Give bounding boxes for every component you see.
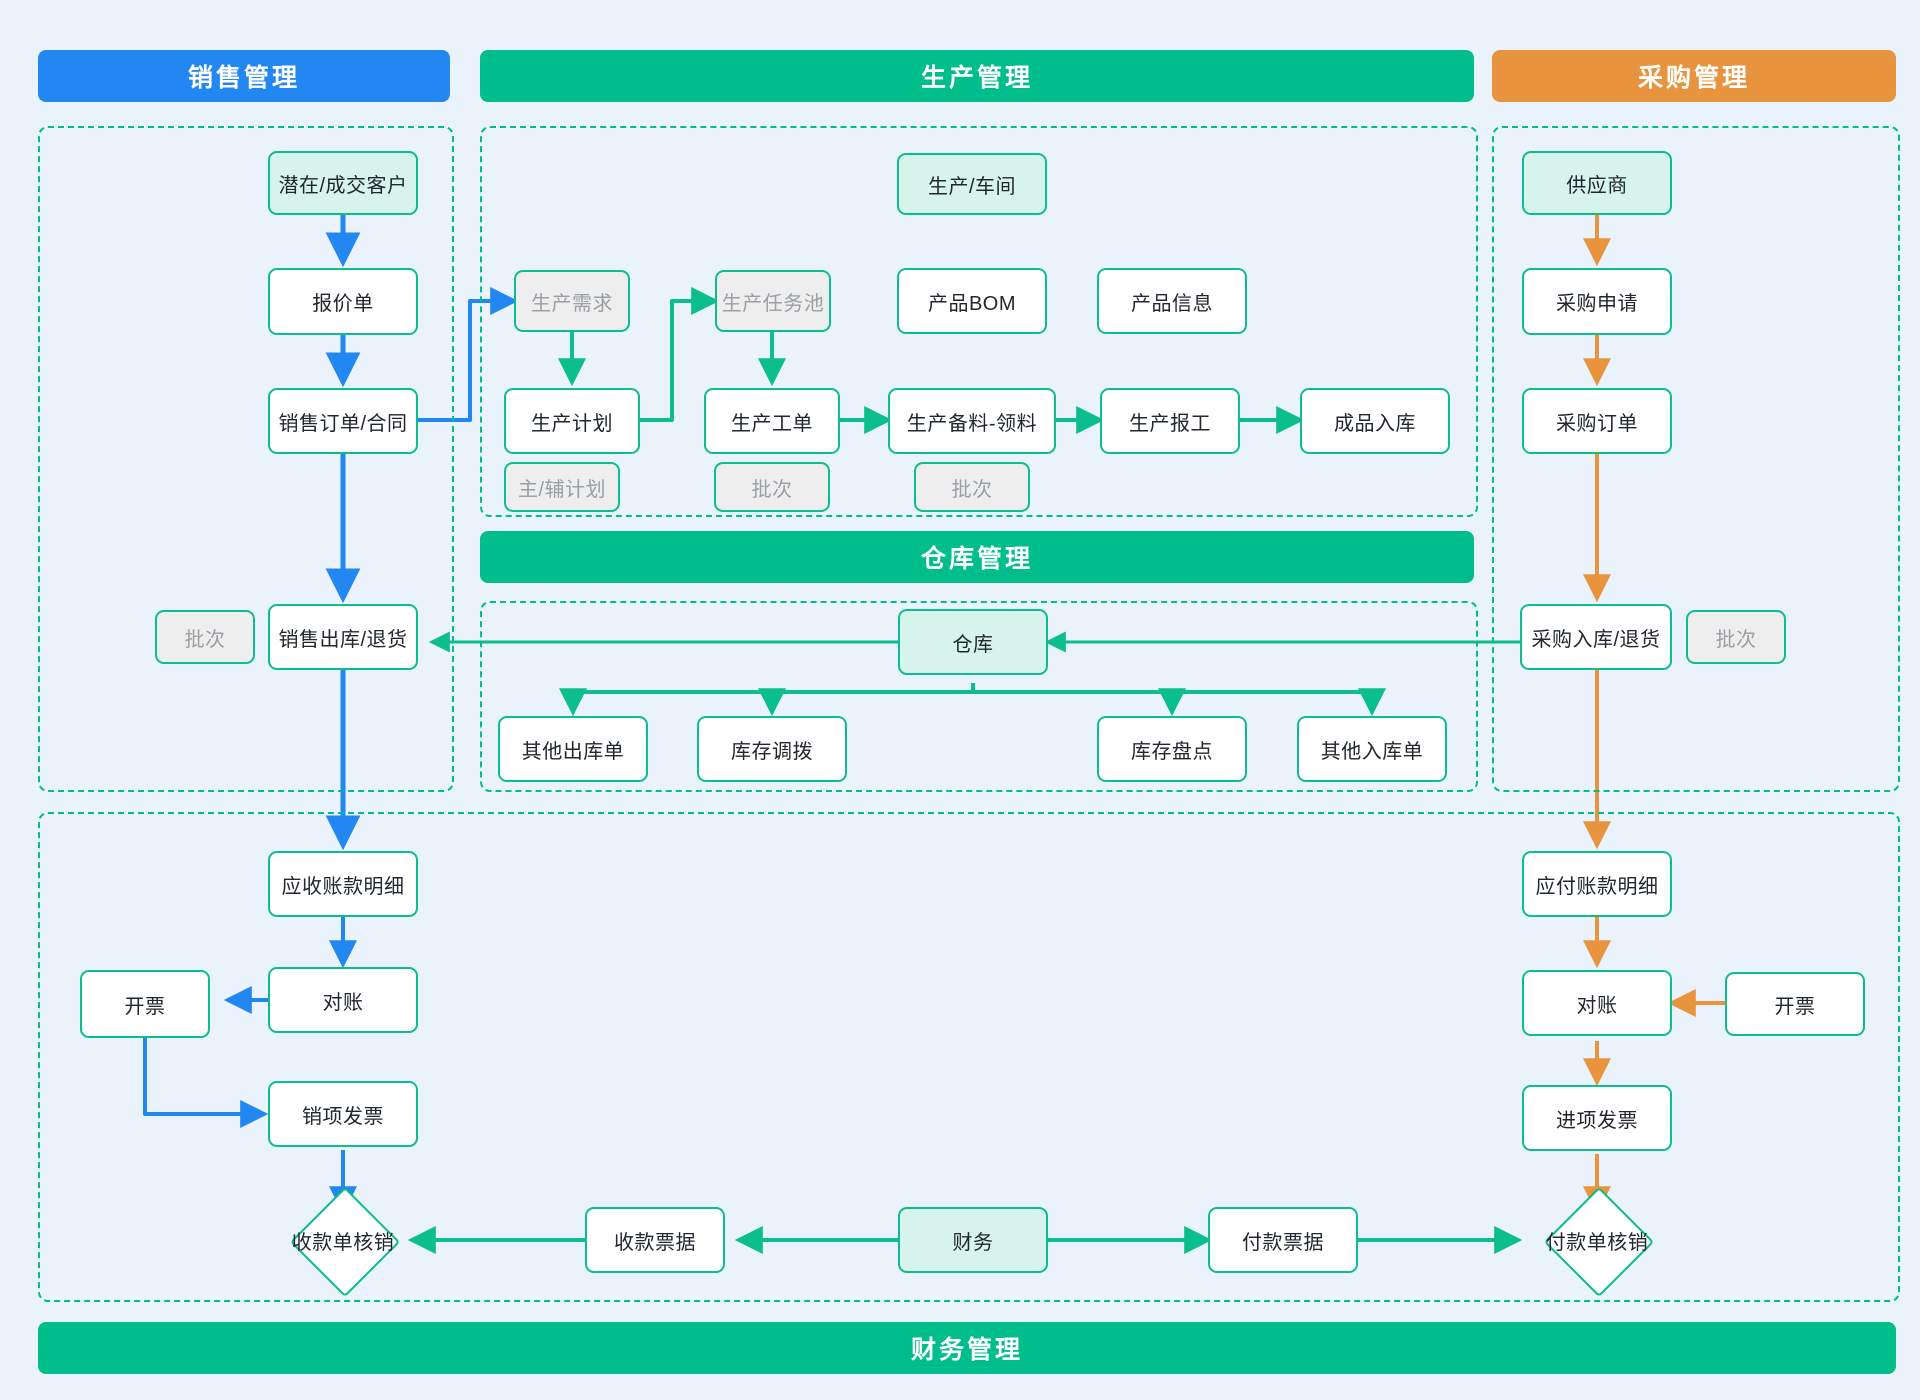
node-production-work-order[interactable]: 生产工单 [704, 388, 840, 454]
tag-production-plan-type: 主/辅计划 [504, 462, 620, 512]
node-production-task-pool[interactable]: 生产任务池 [715, 270, 831, 332]
node-payable-reconcile[interactable]: 对账 [1522, 970, 1672, 1036]
banner-sales-management: 销售管理 [38, 50, 450, 102]
node-payment-bill[interactable]: 付款票据 [1208, 1207, 1358, 1273]
payment-writeoff-label: 付款单核销 [1545, 1231, 1649, 1254]
node-production-demand[interactable]: 生产需求 [514, 270, 630, 332]
banner-purchase-management: 采购管理 [1492, 50, 1896, 102]
frame-finance [38, 812, 1900, 1302]
receipt-writeoff-label: 收款单核销 [291, 1231, 395, 1254]
node-receivable-invoicing[interactable]: 开票 [80, 970, 210, 1038]
node-payable-invoicing[interactable]: 开票 [1725, 972, 1865, 1036]
node-finance-hub[interactable]: 财务 [898, 1207, 1048, 1273]
node-quotation[interactable]: 报价单 [268, 268, 418, 335]
node-production-workshop[interactable]: 生产/车间 [897, 153, 1047, 215]
node-sales-outbound[interactable]: 销售出库/退货 [268, 604, 418, 670]
node-purchase-request[interactable]: 采购申请 [1522, 268, 1672, 335]
node-input-invoice[interactable]: 进项发票 [1522, 1085, 1672, 1151]
tag-work-order-batch: 批次 [714, 462, 830, 512]
node-sales-order[interactable]: 销售订单/合同 [268, 388, 418, 454]
node-receivable-reconcile[interactable]: 对账 [268, 967, 418, 1033]
banner-production-management: 生产管理 [480, 50, 1474, 102]
frame-warehouse [480, 601, 1478, 792]
tag-purchase-inbound-batch: 批次 [1686, 610, 1786, 664]
node-receipt-bill[interactable]: 收款票据 [585, 1207, 725, 1273]
node-potential-customer[interactable]: 潜在/成交客户 [268, 151, 418, 215]
node-production-material-pick[interactable]: 生产备料-领料 [888, 388, 1056, 454]
node-other-inbound[interactable]: 其他入库单 [1297, 716, 1447, 782]
frame-production [480, 126, 1478, 517]
node-other-outbound[interactable]: 其他出库单 [498, 716, 648, 782]
banner-warehouse-management: 仓库管理 [480, 531, 1474, 583]
node-inventory-stocktake[interactable]: 库存盘点 [1097, 716, 1247, 782]
node-production-plan[interactable]: 生产计划 [504, 388, 640, 454]
node-finished-goods-inbound[interactable]: 成品入库 [1300, 388, 1450, 454]
node-payable-detail[interactable]: 应付账款明细 [1522, 851, 1672, 917]
node-production-report[interactable]: 生产报工 [1100, 388, 1240, 454]
frame-purchase [1492, 126, 1900, 792]
node-inventory-transfer[interactable]: 库存调拨 [697, 716, 847, 782]
node-product-info[interactable]: 产品信息 [1097, 268, 1247, 334]
node-warehouse-hub[interactable]: 仓库 [898, 609, 1048, 675]
node-receivable-detail[interactable]: 应收账款明细 [268, 851, 418, 917]
frame-sales [38, 126, 454, 792]
tag-material-pick-batch: 批次 [914, 462, 1030, 512]
banner-finance-management: 财务管理 [38, 1322, 1896, 1374]
node-product-bom[interactable]: 产品BOM [897, 268, 1047, 334]
node-payment-writeoff[interactable]: 付款单核销 [1520, 1186, 1674, 1298]
tag-sales-outbound-batch: 批次 [155, 610, 255, 664]
node-receipt-writeoff[interactable]: 收款单核销 [266, 1186, 420, 1298]
node-output-invoice[interactable]: 销项发票 [268, 1081, 418, 1147]
node-purchase-order[interactable]: 采购订单 [1522, 388, 1672, 454]
node-supplier[interactable]: 供应商 [1522, 151, 1672, 215]
node-purchase-inbound[interactable]: 采购入库/退货 [1520, 604, 1672, 670]
